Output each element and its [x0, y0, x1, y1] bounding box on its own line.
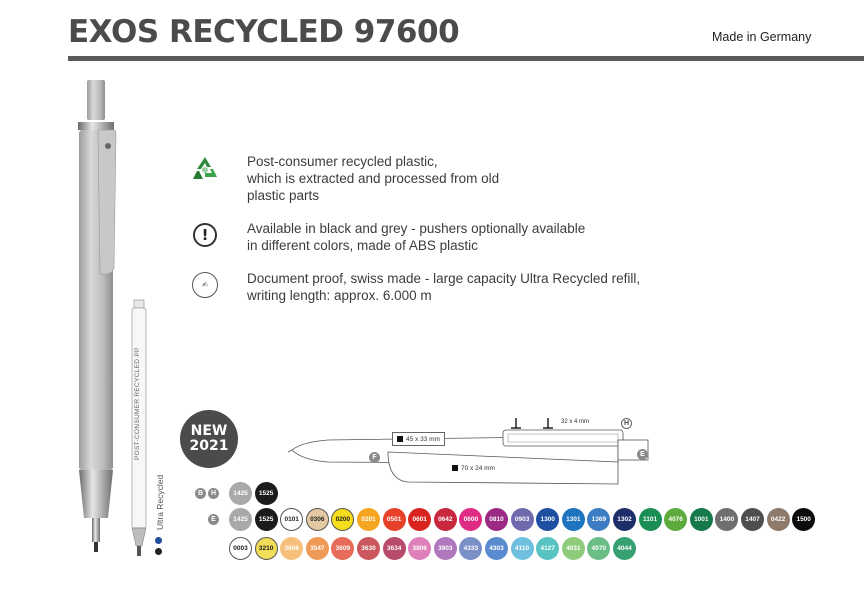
color-swatch-0422[interactable]: 0422 — [766, 508, 790, 531]
color-swatch-4031[interactable]: 4031 — [561, 537, 585, 560]
color-swatch-0101[interactable]: 0101 — [280, 508, 304, 531]
made-in-label: Made in Germany — [712, 30, 812, 44]
color-swatch-1525[interactable]: 1525 — [254, 482, 278, 505]
imprint-diagram — [288, 418, 649, 485]
new-badge: NEW 2021 — [180, 410, 238, 468]
color-swatch-1301[interactable]: 1301 — [561, 508, 585, 531]
color-swatch-4070[interactable]: 4070 — [587, 537, 611, 560]
color-swatch-1101[interactable]: 1101 — [638, 508, 662, 531]
barrel-imprint-area: 70 x 24 mm — [448, 461, 499, 475]
color-swatch-0810[interactable]: 0810 — [485, 508, 508, 531]
color-swatch-3547[interactable]: 3547 — [305, 537, 329, 560]
color-swatch-4127[interactable]: 4127 — [536, 537, 560, 560]
refill-illustration — [131, 299, 147, 556]
row1-letter-h: H — [208, 488, 219, 499]
marker-h: H — [621, 418, 632, 429]
color-swatch-3903[interactable]: 3903 — [433, 537, 457, 560]
marker-f: F — [369, 452, 380, 463]
recycle-icon — [190, 153, 220, 183]
color-swatch-0200[interactable]: 0200 — [331, 508, 355, 531]
feature-availability: ! Available in black and grey - pushers … — [190, 220, 690, 254]
color-swatch-1400[interactable]: 1400 — [715, 508, 739, 531]
marker-e: E — [637, 449, 648, 460]
color-swatch-4303[interactable]: 4303 — [485, 537, 508, 560]
color-swatch-4076[interactable]: 4076 — [664, 508, 688, 531]
feature-document-proof: ✍ Document proof, swiss made - large cap… — [190, 270, 690, 304]
header-rule — [68, 56, 864, 61]
small-imprint-size: 32 x 4 mm — [561, 419, 590, 425]
clip-imprint-size: 45 x 33 mm — [406, 435, 440, 443]
refill-label: POST-CONSUMER RECYCLED PP — [134, 347, 141, 460]
color-swatch-3609[interactable]: 3609 — [331, 537, 355, 560]
color-swatch-3630[interactable]: 3630 — [357, 537, 380, 560]
exclamation-icon: ! — [190, 220, 220, 250]
color-swatch-0903[interactable]: 0903 — [510, 508, 534, 531]
new-badge-line2: 2021 — [189, 438, 229, 454]
color-swatch-1407[interactable]: 1407 — [741, 508, 764, 531]
color-swatch-1425[interactable]: 1425 — [229, 508, 252, 531]
document-proof-icon: ✍ — [190, 270, 220, 300]
color-swatch-1525[interactable]: 1525 — [254, 508, 278, 531]
color-swatch-4333[interactable]: 4333 — [459, 537, 483, 560]
pen-illustration — [78, 80, 117, 552]
color-swatch-0201[interactable]: 0201 — [357, 508, 380, 531]
product-title: EXOS RECYCLED 97600 — [68, 14, 460, 50]
color-swatch-0306[interactable]: 0306 — [305, 508, 329, 531]
color-swatch-4044[interactable]: 4044 — [613, 537, 636, 560]
color-swatch-4110[interactable]: 4110 — [510, 537, 534, 560]
color-swatch-0600[interactable]: 0600 — [459, 508, 483, 531]
color-swatch-0501[interactable]: 0501 — [382, 508, 406, 531]
color-swatch-3806[interactable]: 3806 — [408, 537, 432, 560]
feature-availability-text: Available in black and grey - pushers op… — [247, 221, 586, 253]
color-swatch-3210[interactable]: 3210 — [254, 537, 278, 560]
color-swatch-1500[interactable]: 1500 — [792, 508, 816, 531]
feature-recycled: Post-consumer recycled plastic, which is… — [190, 153, 690, 204]
color-swatch-1001[interactable]: 1001 — [689, 508, 713, 531]
feature-document-proof-text: Document proof, swiss made - large capac… — [247, 271, 641, 303]
new-badge-line1: NEW — [190, 423, 228, 439]
refill-color-dot-blue — [155, 537, 162, 544]
ultra-recycled-label: Ultra Recycled — [155, 474, 165, 530]
barrel-imprint-size: 70 x 24 mm — [461, 464, 495, 472]
row1-letter-b: B — [195, 488, 206, 499]
color-swatch-1425[interactable]: 1425 — [229, 482, 252, 505]
clip-imprint-area: 45 x 33 mm — [392, 432, 445, 446]
feature-recycled-text: Post-consumer recycled plastic, which is… — [247, 154, 500, 203]
refill-color-dot-black — [155, 548, 162, 555]
color-swatch-1300[interactable]: 1300 — [536, 508, 560, 531]
color-swatch-0642[interactable]: 0642 — [433, 508, 457, 531]
color-swatch-3606[interactable]: 3606 — [280, 537, 304, 560]
color-swatch-1369[interactable]: 1369 — [587, 508, 611, 531]
row2-letter-e: E — [208, 514, 219, 525]
color-swatch-0601[interactable]: 0601 — [408, 508, 432, 531]
color-swatch-1302[interactable]: 1302 — [613, 508, 636, 531]
color-swatch-0003[interactable]: 0003 — [229, 537, 252, 560]
color-swatch-3634[interactable]: 3634 — [382, 537, 406, 560]
